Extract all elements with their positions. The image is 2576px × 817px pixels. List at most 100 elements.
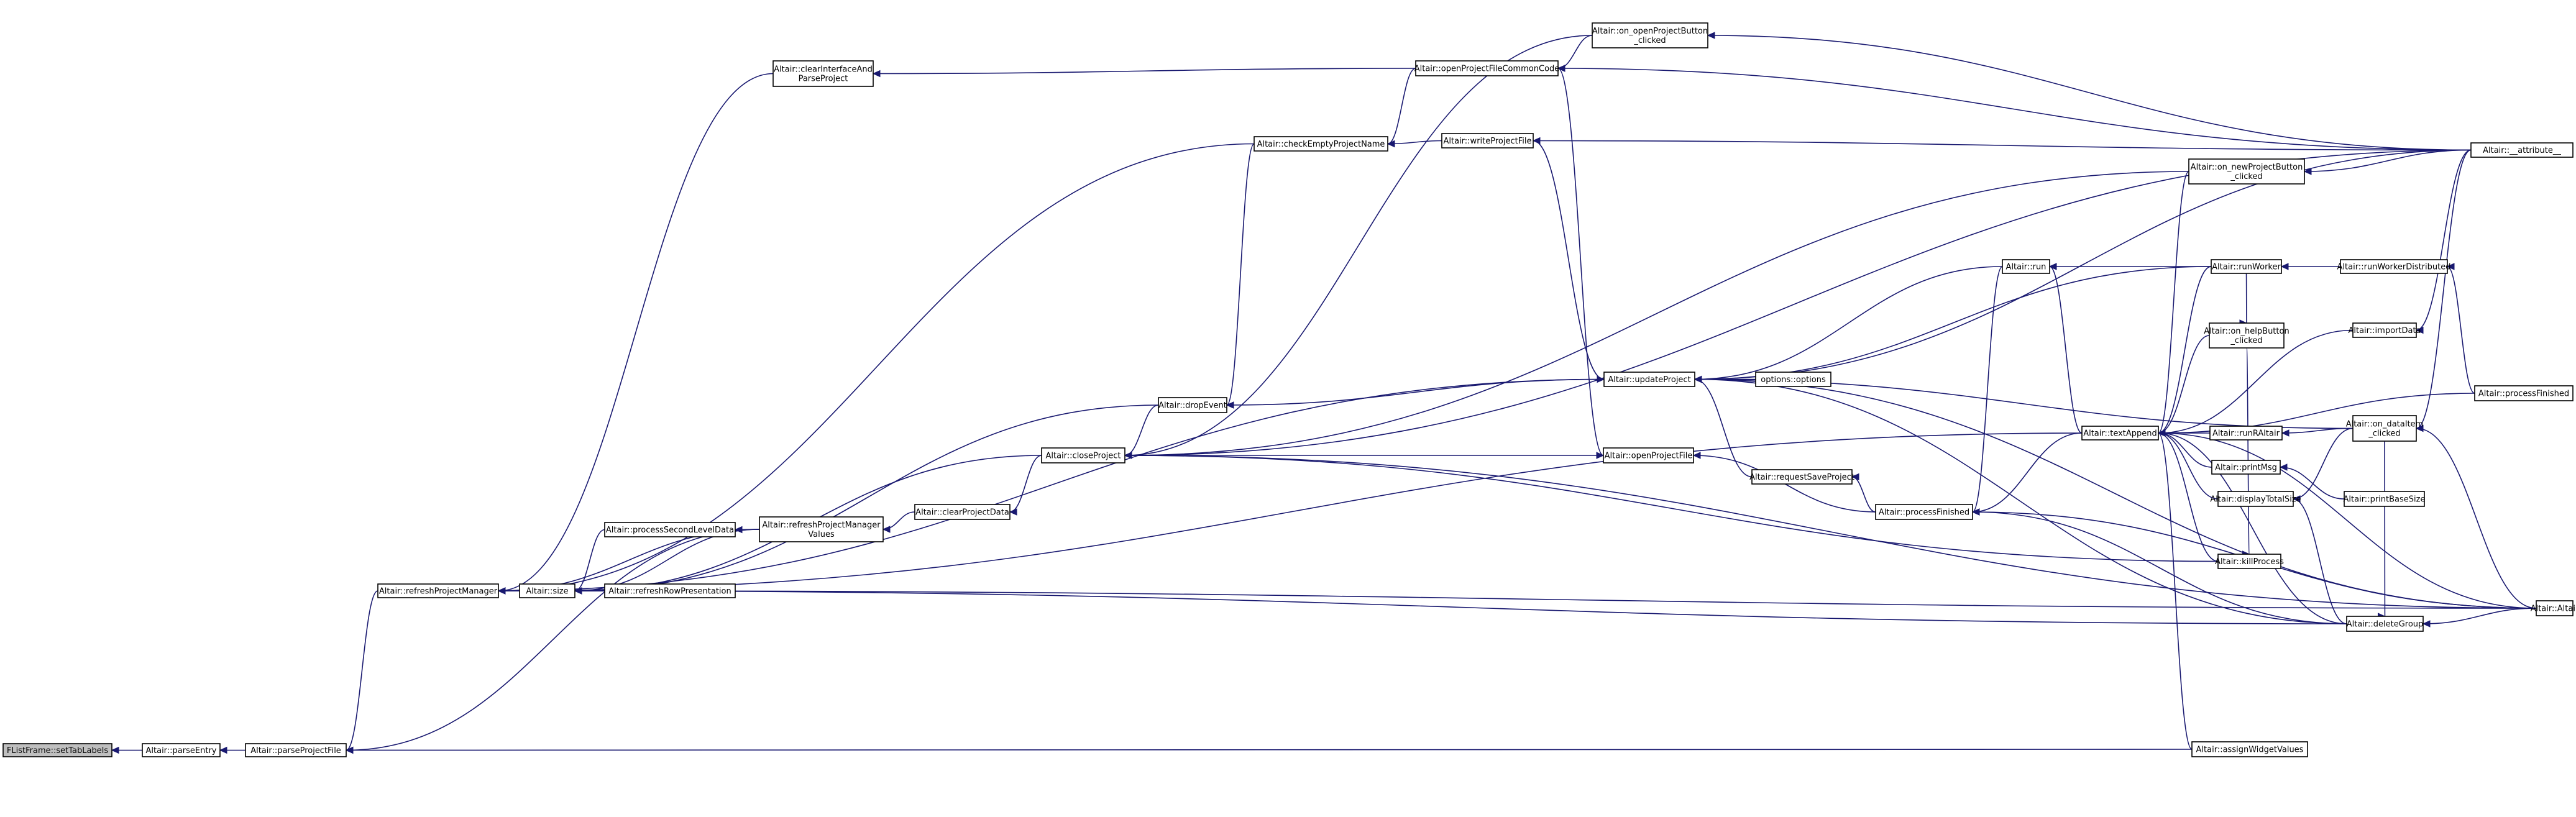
arrowhead (1124, 452, 1132, 459)
call-edge-assignWidgetValues-to-textAppend (2158, 432, 2193, 750)
node-label: Altair::processSecondLevelData (606, 526, 734, 535)
node-label: Altair::run (2006, 263, 2047, 272)
arrowhead (734, 526, 743, 534)
call-edge-deleteGroup-to-updateProject (1694, 378, 2347, 624)
call-edge-importData-to-textAppend (2158, 329, 2354, 434)
call-edge-onOpenProjectButton-to-openProjectFileCommonCode (1557, 35, 1593, 69)
node-label: Altair::on_dataItem (2346, 420, 2424, 429)
node-label: Altair::displayTotalSize (2210, 495, 2301, 504)
function-node-runRAltair[interactable]: Altair::runRAltair (2209, 426, 2283, 440)
call-edge-altair-to-size (574, 590, 2537, 609)
call-edge-attribute-to-onOpenProjectButton (1707, 35, 2472, 151)
arrowhead (2048, 263, 2057, 270)
function-node-parseEntry[interactable]: Altair::parseEntry (142, 743, 221, 757)
node-box (759, 516, 884, 542)
call-edge-onDataItem-to-displayTotalSize (2293, 427, 2354, 500)
node-label: options::options (1761, 375, 1826, 385)
node-box (2536, 600, 2574, 616)
function-node-runWorker[interactable]: Altair::runWorker (2211, 259, 2282, 274)
function-node-altair[interactable]: Altair::Altair (2531, 600, 2576, 616)
function-node-deleteGroup[interactable]: Altair::deleteGroup (2346, 616, 2424, 632)
node-box (2188, 158, 2305, 185)
call-edge-attribute-to-closeProject (1124, 149, 2472, 456)
node-label: Altair::processFinished (2478, 390, 2569, 399)
node-label: Altair::printBaseSize (2344, 495, 2426, 504)
node-label: Altair::openProjectFileCommonCode (1414, 65, 1560, 74)
function-node-parseProjectFile[interactable]: Altair::parseProjectFile (245, 743, 347, 757)
node-label: Altair::writeProjectFile (1444, 137, 1532, 146)
node-box (2474, 385, 2574, 401)
node-label: Altair::Altair (2531, 605, 2576, 614)
function-node-printBaseSize[interactable]: Altair::printBaseSize (2344, 491, 2426, 507)
function-node-requestSaveProject[interactable]: Altair::requestSaveProject (1749, 469, 1854, 485)
node-label: Altair::openProjectFile (1605, 452, 1693, 461)
function-node-processSecondLevelData[interactable]: Altair::processSecondLevelData (604, 522, 736, 537)
arrowhead (2446, 263, 2455, 270)
function-node-onHelpButton[interactable]: Altair::on_helpButton_clicked (2204, 322, 2290, 349)
node-label: Altair::parseEntry (146, 746, 217, 755)
node-box (2352, 415, 2417, 442)
function-node-run[interactable]: Altair::run (2002, 259, 2050, 274)
arrowhead (872, 70, 881, 78)
arrowhead (2415, 424, 2424, 432)
node-label: Altair::assignWidgetValues (2196, 746, 2304, 755)
function-node-refreshRowPresentation[interactable]: Altair::refreshRowPresentation (604, 583, 736, 598)
call-edge-updateProject-to-refreshProjectManager (498, 378, 1605, 591)
call-edge-runWorker-to-updateProject (1694, 266, 2212, 380)
function-node-checkEmpty[interactable]: Altair::checkEmptyProjectName (1254, 136, 1388, 152)
node-label: Values (808, 530, 835, 539)
function-node-options[interactable]: options::options (1755, 372, 1831, 387)
function-node-displayTotalSize[interactable]: Altair::displayTotalSize (2210, 491, 2301, 507)
function-node-onNewProjectButton[interactable]: Altair::on_newProjectButton_clicked (2188, 158, 2305, 185)
function-node-onDataItem[interactable]: Altair::on_dataItem_clicked (2346, 415, 2424, 442)
node-label: Altair::on_helpButton (2204, 327, 2289, 336)
arrowhead (497, 587, 506, 595)
call-edge-deleteGroup-to-displayTotalSize (2293, 498, 2347, 624)
call-edge-altair-to-textAppend (2158, 432, 2537, 609)
node-box (2002, 259, 2050, 274)
call-edge-deleteGroup-to-size (574, 590, 2347, 624)
function-node-openProjectFile[interactable]: Altair::openProjectFile (1603, 447, 1694, 463)
function-node-onOpenProjectButton[interactable]: Altair::on_openProjectButton_clicked (1592, 22, 1708, 48)
function-node-processFinished2[interactable]: Altair::processFinished (2474, 385, 2574, 401)
arrowhead (111, 746, 119, 754)
function-node-runWorkerDistributed[interactable]: Altair::runWorkerDistributed (2337, 259, 2451, 274)
function-node-dropEvent[interactable]: Altair::dropEvent (1158, 397, 1227, 413)
function-node-textAppend[interactable]: Altair::textAppend (2081, 426, 2159, 440)
node-label: ParseProject (799, 75, 848, 84)
call-edge-processFinished2-to-textAppend (2158, 393, 2475, 434)
call-edge-killProcess-to-textAppend (2158, 432, 2219, 562)
call-edge-attribute-to-importData (2416, 149, 2472, 331)
function-node-assignWidgetValues[interactable]: Altair::assignWidgetValues (2191, 741, 2308, 757)
node-label: _clicked (1633, 36, 1666, 45)
node-label: Altair::runWorker (2212, 263, 2281, 272)
node-label: Altair::processFinished (1879, 508, 1969, 518)
function-node-updateProject[interactable]: Altair::updateProject (1603, 372, 1695, 387)
arrowhead (882, 526, 891, 533)
node-box (1875, 504, 1973, 520)
function-node-openProjectFileCommonCode[interactable]: Altair::openProjectFileCommonCode (1414, 60, 1560, 76)
call-edge-killProcess-to-closeProject (1124, 455, 2219, 562)
node-box (1751, 469, 1853, 485)
function-node-writeProjectFile[interactable]: Altair::writeProjectFile (1441, 133, 1534, 148)
function-node-clearProjectData[interactable]: Altair::clearProjectData (914, 504, 1011, 520)
call-edge-altair-to-onDataItem (2416, 427, 2537, 609)
call-edge-altair-to-closeProject (1124, 455, 2537, 609)
function-node-printMsg[interactable]: Altair::printMsg (2211, 460, 2281, 475)
function-node-processFinished[interactable]: Altair::processFinished (1875, 504, 1973, 520)
call-edge-refreshPMValues-to-refreshProjectManager (498, 529, 760, 591)
function-node-killProcess[interactable]: Altair::killProcess (2215, 554, 2284, 569)
function-node-closeProject[interactable]: Altair::closeProject (1041, 447, 1125, 463)
function-node-refreshProjectManager[interactable]: Altair::refreshProjectManager (377, 583, 499, 598)
node-box (1755, 372, 1831, 387)
function-node-attribute[interactable]: Altair::__attribute__ (2470, 142, 2574, 158)
function-node-importData[interactable]: Altair::importData (2348, 322, 2421, 338)
node-box (2211, 460, 2281, 475)
arrowhead (1597, 375, 1605, 383)
call-edge-clearProjectData-to-refreshPMValues (882, 511, 915, 530)
call-edge-textAppend-to-run (2049, 266, 2083, 434)
node-box (604, 522, 736, 537)
function-node-size[interactable]: Altair::size (519, 583, 575, 598)
